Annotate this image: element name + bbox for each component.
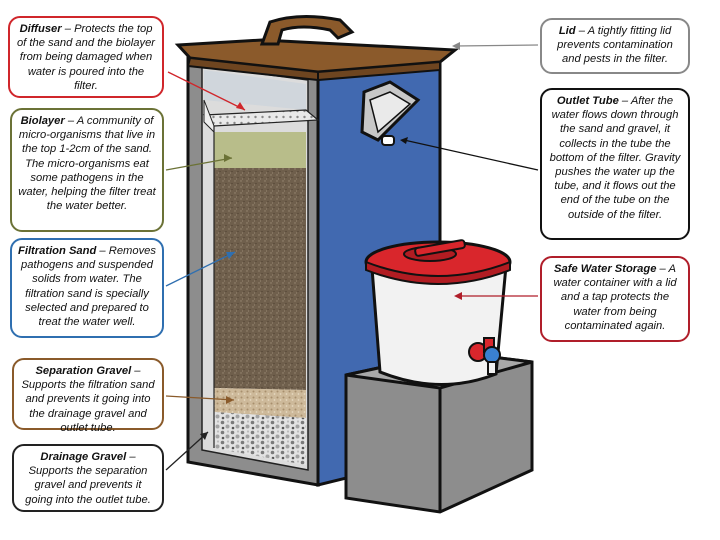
callout-separation-gravel: Separation Gravel – Supports the filtrat…	[12, 358, 164, 434]
safe-water-bucket	[364, 239, 512, 386]
outlet-spout	[360, 80, 421, 146]
callout-diffuser: Diffuser – Protects the top of the sand …	[8, 16, 164, 98]
callout-outlet-tube: Outlet Tube – After the water flows down…	[540, 88, 690, 240]
drainage-gravel-layer	[214, 412, 306, 465]
callout-separation-gravel-title: Separation Gravel	[35, 365, 132, 377]
callout-outlet-tube-title: Outlet Tube	[556, 95, 619, 107]
filtration-sand-layer	[214, 168, 306, 390]
callout-leaders	[165, 42, 539, 471]
callout-diffuser-title: Diffuser	[19, 23, 62, 35]
callout-filtration-sand-text: – Removes pathogens and suspended solids…	[21, 245, 157, 329]
callout-biolayer: Biolayer – A community of micro-organism…	[10, 108, 164, 232]
callout-biolayer-title: Biolayer	[20, 115, 65, 127]
callout-filtration-sand-title: Filtration Sand	[18, 245, 97, 257]
callout-safe-water-storage-title: Safe Water Storage	[554, 263, 657, 275]
lid-handle	[259, 14, 355, 46]
callout-lid-text: – A tightly fitting lid prevents contami…	[557, 25, 673, 66]
callout-filtration-sand: Filtration Sand – Removes pathogens and …	[10, 238, 164, 338]
callout-lid: Lid – A tightly fitting lid prevents con…	[540, 18, 690, 74]
callout-lid-title: Lid	[558, 25, 576, 37]
callout-outlet-tube-text: – After the water flows down through the…	[549, 95, 681, 221]
callout-safe-water-storage: Safe Water Storage – A water container w…	[540, 256, 690, 342]
callout-drainage-gravel-title: Drainage Gravel	[40, 451, 127, 463]
filter-layers	[202, 70, 320, 465]
callout-safe-water-storage-text: – A water container with a lid and a tap…	[553, 263, 677, 332]
callout-separation-gravel-text: – Supports the filtration sand and preve…	[21, 365, 155, 434]
filter-lid	[174, 14, 460, 82]
callout-diffuser-text: – Protects the top of the sand and the b…	[16, 23, 156, 92]
callout-biolayer-text: – A community of micro-organisms that li…	[18, 115, 156, 213]
callout-drainage-gravel: Drainage Gravel – Supports the separatio…	[12, 444, 164, 512]
callout-drainage-gravel-text: – Supports the separation gravel and pre…	[25, 451, 151, 506]
separation-gravel-layer	[214, 388, 306, 418]
biolayer-layer	[214, 132, 306, 168]
